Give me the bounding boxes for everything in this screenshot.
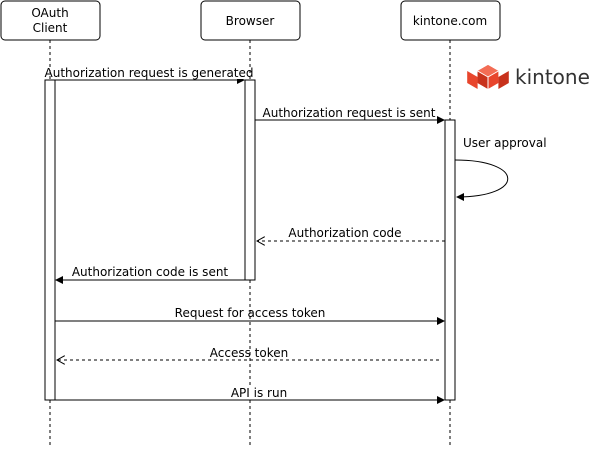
activation-client [44,79,56,401]
kintone-logo-icon [467,65,509,89]
participant-client-line-2: Client [33,21,68,35]
message-label: Access token [210,346,288,360]
participant-client-line-1: OAuth [31,6,68,20]
participant-client: OAuth Client [0,0,101,41]
activation-kintone [444,119,456,401]
participant-browser: Browser [200,0,301,41]
kintone-logo: kintone [467,65,590,89]
message-authorization-request-generated: Authorization request is generated [45,66,254,84]
activation-browser [244,79,256,281]
message-authorization-request-sent: Authorization request is sent [255,106,445,124]
message-request-access-token: Request for access token [55,306,445,325]
message-authorization-code: Authorization code [257,226,445,241]
participant-kintone-label: kintone.com [413,14,487,28]
message-label: Request for access token [175,306,326,320]
kintone-logo-text: kintone [515,65,590,89]
message-user-approval: User approval [454,136,547,201]
message-api-run: API is run [55,386,445,404]
message-access-token: Access token [57,346,439,360]
message-label: Authorization request is sent [263,106,436,120]
participant-browser-label: Browser [226,14,275,28]
message-label: Authorization request is generated [45,66,254,80]
message-authorization-code-sent: Authorization code is sent [55,265,245,284]
message-label: User approval [463,136,547,150]
message-label: API is run [231,386,287,400]
message-label: Authorization code [288,226,401,240]
message-label: Authorization code is sent [72,265,229,279]
participant-kintone: kintone.com [400,0,501,41]
